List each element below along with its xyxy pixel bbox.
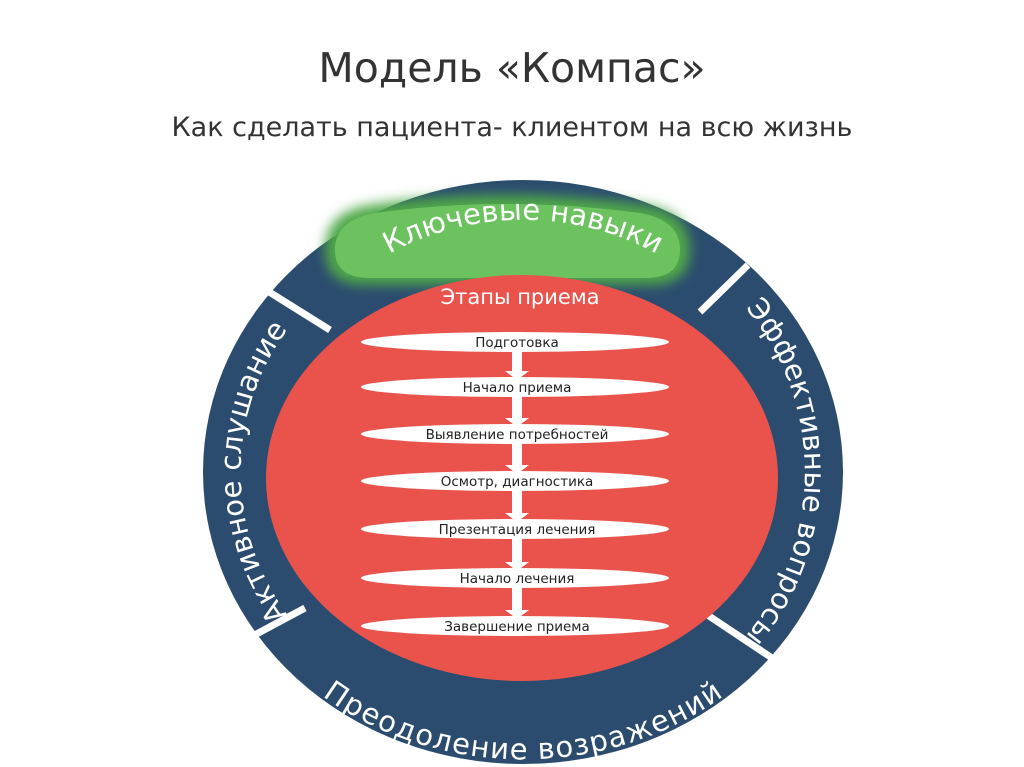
stage-shape <box>361 377 669 397</box>
slide-subtitle: Как сделать пациента- клиентом на всю жи… <box>171 112 853 143</box>
ring-separators <box>234 262 777 663</box>
stage-shape <box>361 471 669 491</box>
stage-shape <box>361 616 669 636</box>
stage-label: Завершение приема <box>444 619 590 635</box>
key-skills-highlight <box>325 195 690 285</box>
stage-label: Презентация лечения <box>439 522 596 538</box>
stages-title: Этапы приема <box>440 285 599 309</box>
stage-arrow-icon <box>505 537 529 571</box>
stage-label: Начало лечения <box>460 571 575 587</box>
stage-arrow-icon <box>505 442 529 474</box>
slide-title: Модель «Компас» <box>318 44 706 92</box>
stage-arrow-icon <box>505 586 529 619</box>
stage-label: Осмотр, диагностика <box>441 474 594 490</box>
stage-shape <box>361 424 669 444</box>
stage-shape <box>361 568 669 588</box>
stage-label: Начало приема <box>463 380 572 396</box>
stage-shape <box>361 332 669 352</box>
stage-arrow-icon <box>505 489 529 522</box>
stage-arrow-icon <box>505 395 529 427</box>
stage-arrow-icon <box>505 350 529 380</box>
stage-label: Выявление потребностей <box>426 427 609 443</box>
stage-shape <box>361 519 669 539</box>
stage-label: Подготовка <box>475 335 559 351</box>
